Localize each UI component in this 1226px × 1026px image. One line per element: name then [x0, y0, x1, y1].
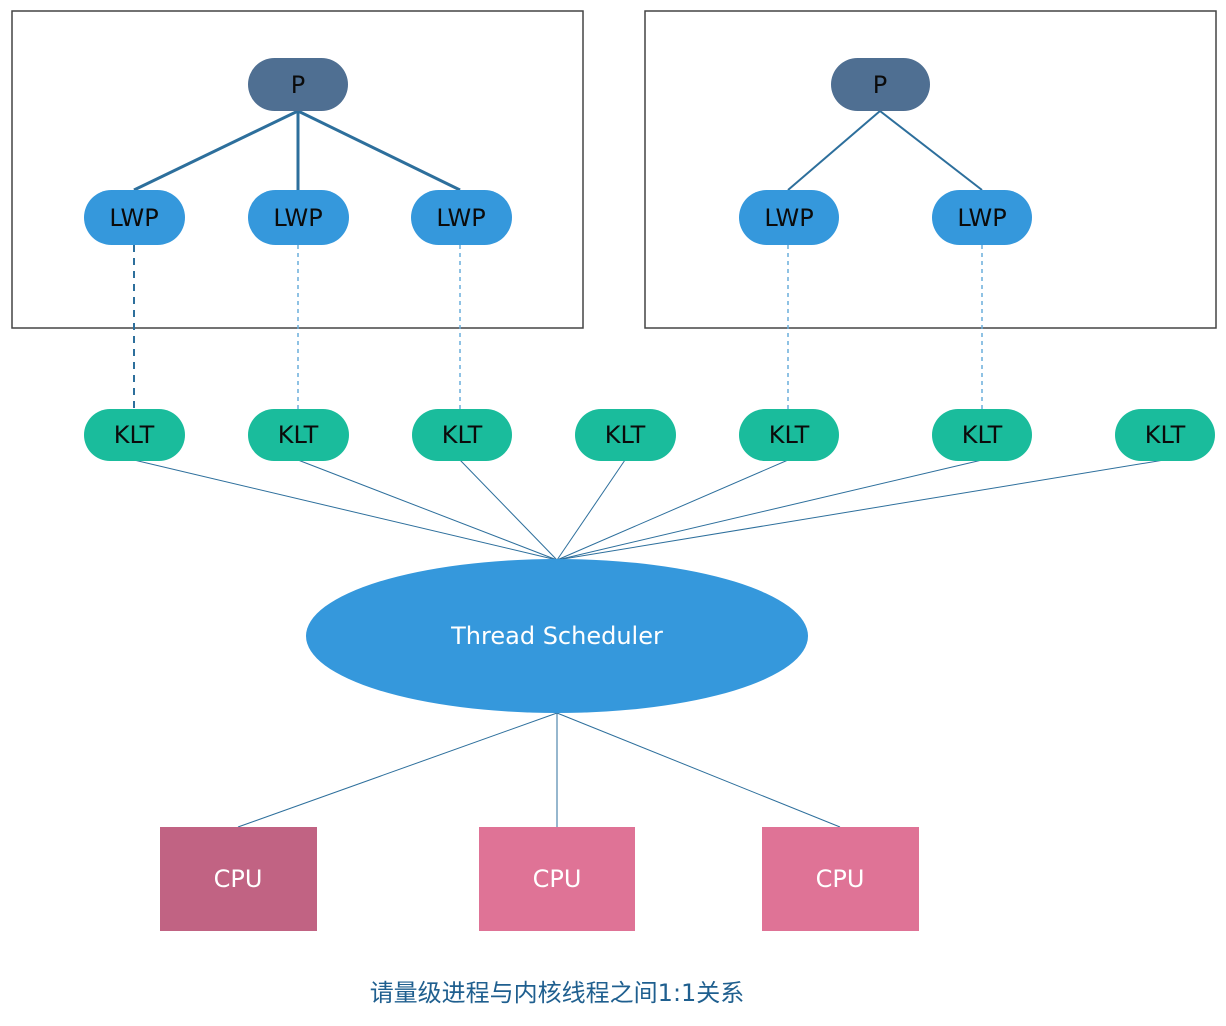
klt-node: KLT	[1115, 409, 1215, 461]
lwp-node-label: LWP	[273, 204, 322, 232]
lwp-node-label: LWP	[436, 204, 485, 232]
process-node-label: P	[291, 71, 305, 99]
klt-node: KLT	[739, 409, 839, 461]
lwp-node: LWP	[932, 190, 1032, 245]
scheduler-cpu-links	[237, 712, 841, 828]
klt-node-label: KLT	[278, 421, 319, 449]
cpu-node-shape	[160, 827, 317, 931]
klt-scheduler-link	[459, 459, 558, 561]
klt-scheduler-link	[556, 459, 789, 561]
klt-node-shape	[739, 409, 839, 461]
cpu-node-shape	[479, 827, 635, 931]
lwp-node: LWP	[84, 190, 185, 245]
klt-node-label: KLT	[114, 421, 155, 449]
cpu-node-shape	[762, 827, 919, 931]
klt-node-label: KLT	[769, 421, 810, 449]
klt-scheduler-link	[297, 459, 558, 561]
process-lwp-link	[133, 109, 299, 192]
thread-scheduler: Thread Scheduler	[306, 559, 808, 713]
lwp-node-label: LWP	[764, 204, 813, 232]
diagram-caption: 请量级进程与内核线程之间1:1关系	[370, 979, 745, 1007]
lwp-node-shape	[248, 190, 349, 245]
klt-node-label: KLT	[442, 421, 483, 449]
klt-node-shape	[575, 409, 676, 461]
klt-scheduler-link	[556, 459, 1165, 561]
klt-scheduler-link	[556, 459, 983, 561]
lwp-klt-links	[133, 245, 983, 409]
klt-scheduler-link	[133, 459, 558, 561]
thread-scheduler-label: Thread Scheduler	[450, 622, 663, 650]
klt-node-shape	[412, 409, 512, 461]
cpu-node-label: CPU	[533, 865, 582, 893]
klt-node-shape	[84, 409, 185, 461]
lwp-node-shape	[932, 190, 1032, 245]
klt-node-label: KLT	[1145, 421, 1186, 449]
lwp-node-label: LWP	[957, 204, 1006, 232]
process-node-shape	[831, 58, 930, 111]
klt-node: KLT	[84, 409, 185, 461]
process-lwp-links	[133, 109, 983, 192]
klt-node-shape	[248, 409, 349, 461]
lwp-node: LWP	[411, 190, 512, 245]
klt-node-shape	[932, 409, 1032, 461]
klt-scheduler-links	[133, 459, 1165, 561]
process-lwp-link	[787, 110, 881, 191]
klt-node: KLT	[412, 409, 512, 461]
lwp-node: LWP	[248, 190, 349, 245]
lwp-node-label: LWP	[109, 204, 158, 232]
scheduler-cpu-link	[237, 712, 558, 828]
scheduler-cpu-link	[556, 712, 841, 828]
lwp-node-shape	[411, 190, 512, 245]
process-lwp-link	[879, 110, 983, 191]
thread-scheduler-shape	[306, 559, 808, 713]
lwp-node: LWP	[739, 190, 839, 245]
cpu-node-label: CPU	[214, 865, 263, 893]
lwp-node-shape	[739, 190, 839, 245]
process-lwp-link	[297, 109, 461, 192]
klt-node: KLT	[932, 409, 1032, 461]
process-group-box-2	[644, 10, 1217, 329]
cpu-node: CPU	[762, 827, 919, 931]
process-node-2: P	[831, 58, 930, 111]
process-node-1: P	[248, 58, 348, 111]
process-node-label: P	[873, 71, 887, 99]
klt-node: KLT	[575, 409, 676, 461]
klt-node-label: KLT	[605, 421, 646, 449]
klt-node-shape	[1115, 409, 1215, 461]
lwp-node-shape	[84, 190, 185, 245]
cpu-node: CPU	[479, 827, 635, 931]
process-node-shape	[248, 58, 348, 111]
klt-node-label: KLT	[962, 421, 1003, 449]
klt-scheduler-link	[556, 459, 626, 561]
klt-node: KLT	[248, 409, 349, 461]
cpu-node: CPU	[160, 827, 317, 931]
cpu-node-label: CPU	[816, 865, 865, 893]
